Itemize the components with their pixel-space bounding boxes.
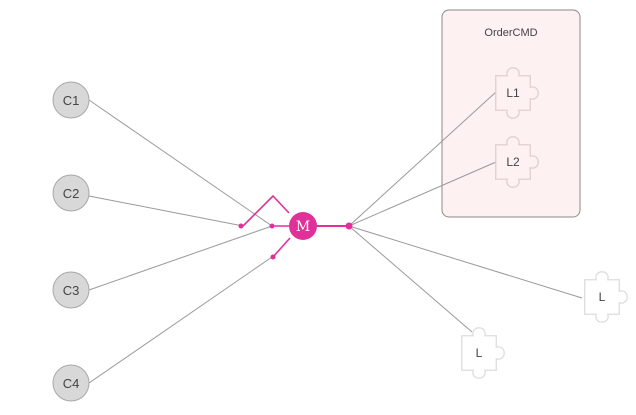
line-c3-mediator xyxy=(88,225,273,291)
listener-label: L1 xyxy=(506,86,520,100)
endpoint-dot xyxy=(238,223,244,229)
client-node-c2[interactable]: C2 xyxy=(52,174,90,212)
mediator-label: M xyxy=(296,219,310,235)
client-label: C3 xyxy=(63,283,80,298)
listener-label: L xyxy=(476,346,483,360)
client-label: C2 xyxy=(63,186,80,201)
puzzle-piece-icon[interactable] xyxy=(584,271,628,323)
external-listeners: L L xyxy=(461,271,628,379)
client-node-c4[interactable]: C4 xyxy=(52,364,90,402)
wire-c4 xyxy=(272,237,291,258)
external-listener-right[interactable]: L xyxy=(584,271,628,323)
client-circle[interactable] xyxy=(52,271,90,309)
client-label: C4 xyxy=(63,376,80,391)
listener-label: L2 xyxy=(506,155,520,169)
client-circle[interactable] xyxy=(52,364,90,402)
mediator-node[interactable]: M xyxy=(289,212,317,240)
group-listeners: L1 L2 xyxy=(495,67,539,188)
line-mediator-l2 xyxy=(348,161,497,227)
endpoint-dot xyxy=(269,223,275,229)
listener-l1[interactable]: L1 xyxy=(495,67,539,119)
listener-label: L xyxy=(599,290,606,304)
external-listener-bottom[interactable]: L xyxy=(461,327,505,379)
mediator-circle[interactable] xyxy=(289,212,317,240)
endpoint-dot xyxy=(345,222,353,230)
group-title: OrderCMD xyxy=(484,27,537,39)
line-mediator-l1 xyxy=(348,91,497,227)
client-node-c1[interactable]: C1 xyxy=(52,81,90,119)
wire-c2 xyxy=(242,194,290,227)
client-nodes: C1 C2 C3 C4 xyxy=(52,81,90,402)
connector-lines xyxy=(88,91,583,384)
line-mediator-external-l-right xyxy=(348,225,583,299)
mediator-wires xyxy=(242,194,349,258)
line-mediator-external-l-bottom xyxy=(348,225,473,333)
wire-endpoints xyxy=(238,222,353,260)
line-c2-mediator xyxy=(88,195,244,227)
client-circle[interactable] xyxy=(52,174,90,212)
line-c1-mediator xyxy=(88,99,273,227)
puzzle-piece-icon[interactable] xyxy=(461,327,505,379)
client-label: C1 xyxy=(63,93,80,108)
line-c4-mediator xyxy=(88,256,273,384)
endpoint-dot xyxy=(270,254,276,260)
client-node-c3[interactable]: C3 xyxy=(52,271,90,309)
client-circle[interactable] xyxy=(52,81,90,119)
listener-l2[interactable]: L2 xyxy=(495,136,539,188)
